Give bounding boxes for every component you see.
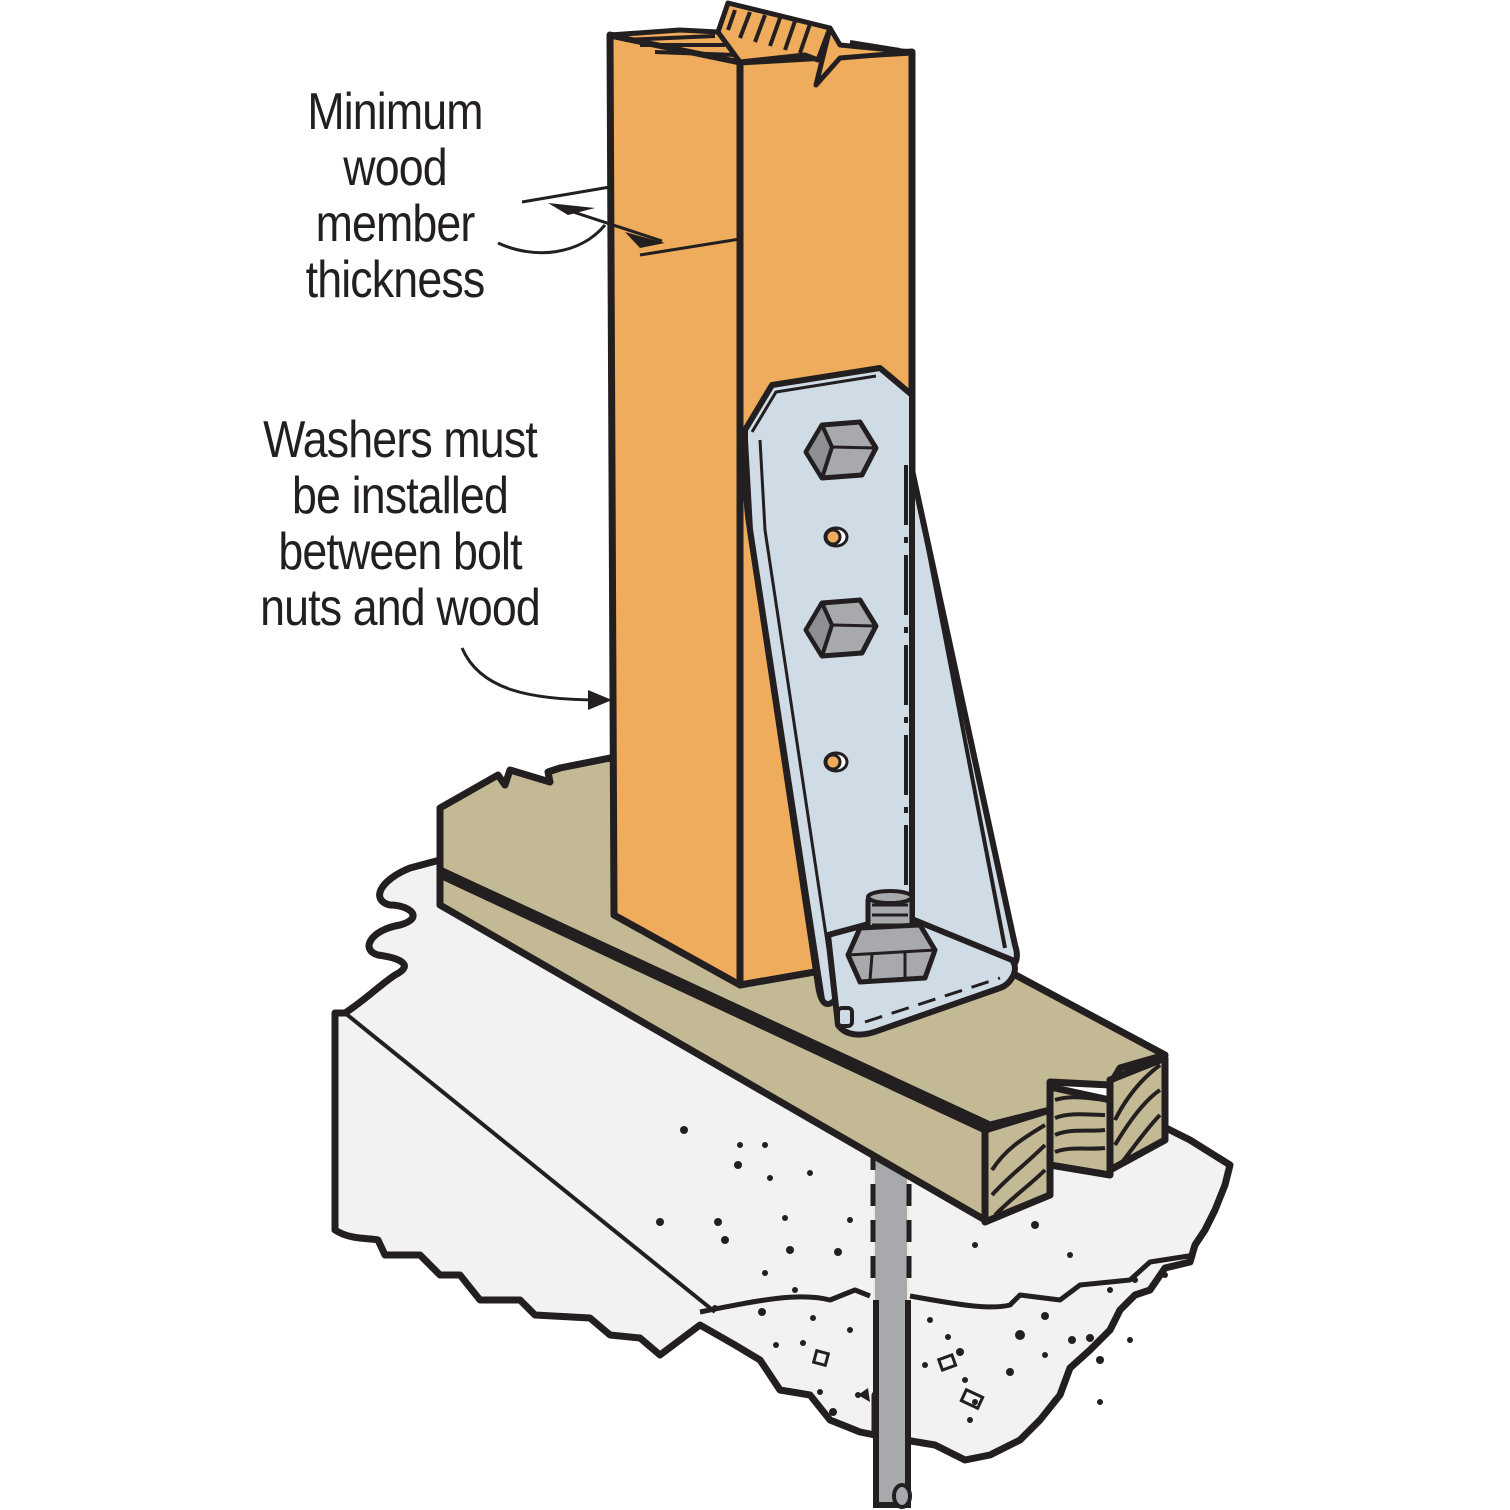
label-line: Minimum bbox=[307, 83, 483, 141]
concrete-foundation bbox=[331, 856, 1234, 1464]
arrowheads bbox=[548, 203, 665, 710]
anchor-nut bbox=[845, 889, 938, 985]
arrowhead-icon bbox=[625, 232, 665, 248]
label-minimum-wood-member-thickness: Minimum wood member thickness bbox=[270, 84, 519, 308]
hex-bolt-upper bbox=[803, 419, 879, 481]
label-line: between bolt bbox=[278, 523, 522, 581]
label-line: thickness bbox=[305, 251, 486, 309]
label-line: Washers must bbox=[263, 411, 538, 469]
hex-bolt-lower bbox=[803, 597, 879, 659]
concrete-aggregate-specks bbox=[656, 1126, 1168, 1423]
screw-holes bbox=[823, 526, 849, 773]
label-line: member bbox=[315, 195, 476, 253]
arrowhead-icon bbox=[548, 203, 595, 215]
label-line: be installed bbox=[292, 467, 509, 525]
label-washers-note: Washers must be installed between bolt n… bbox=[228, 412, 572, 636]
arrowhead-icon bbox=[588, 690, 612, 710]
label-line: nuts and wood bbox=[260, 579, 541, 637]
label-line: wood bbox=[343, 139, 447, 197]
